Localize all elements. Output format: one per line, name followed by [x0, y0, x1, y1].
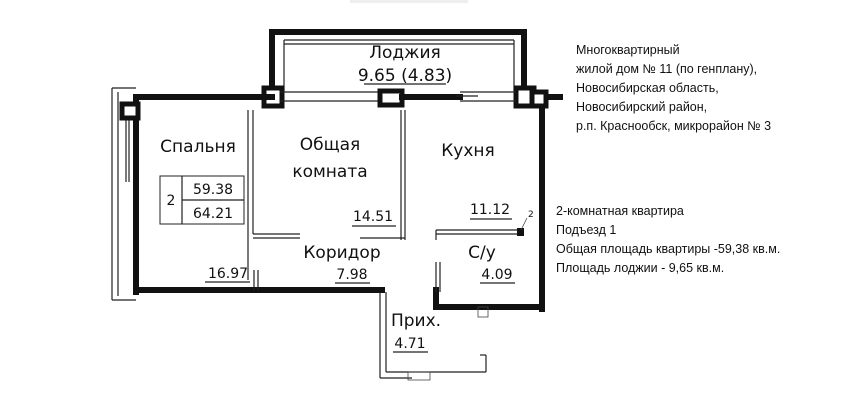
building-info-line: Многоквартирный	[576, 43, 680, 57]
total-area-value: 64.21	[193, 206, 233, 222]
loggia-name: Лоджия	[369, 43, 441, 63]
exterior-walls	[111, 87, 563, 312]
loggia-area: 9.65 (4.83)	[358, 66, 452, 86]
bathroom-name: С/у	[468, 243, 496, 263]
hall-name: Прих.	[391, 311, 441, 331]
building-info-line: Новосибирский район,	[576, 100, 707, 114]
hall-walls	[379, 292, 489, 381]
living-name-line2: комната	[292, 162, 367, 182]
bedroom-area: 16.97	[208, 266, 248, 282]
living-area-value: 59.38	[193, 182, 233, 198]
building-info: Многоквартирный жилой дом № 11 (по генпл…	[576, 43, 771, 133]
living-name-line1: Общая	[300, 135, 361, 155]
interior-walls	[247, 95, 524, 292]
kitchen-area: 11.12	[470, 202, 510, 218]
corridor-name: Коридор	[303, 243, 380, 263]
apartment-info-line: Площадь лоджии - 9,65 кв.м.	[556, 261, 724, 275]
corridor-area: 7.98	[336, 267, 367, 283]
bathroom-area: 4.09	[481, 267, 512, 283]
apartment-summary-box: 2 59.38 64.21	[159, 175, 245, 225]
building-info-line: Новосибирская область,	[576, 81, 719, 95]
apartment-info-line: Общая площадь квартиры -59,38 кв.м.	[556, 242, 780, 256]
living-area: 14.51	[353, 209, 393, 225]
building-info-line: жилой дом № 11 (по генплану),	[576, 62, 757, 76]
leader-marker: 2	[528, 210, 534, 220]
apartment-info-line: 2-комнатная квартира	[556, 204, 684, 218]
rooms-count: 2	[167, 193, 176, 209]
building-info-line: р.п. Краснообск, микрорайон № 3	[576, 119, 771, 133]
kitchen-name: Кухня	[441, 141, 495, 161]
apartment-info: 2-комнатная квартира Подъезд 1 Общая пло…	[556, 204, 780, 275]
bedroom-name: Спальня	[160, 137, 236, 157]
apartment-info-line: Подъезд 1	[556, 223, 616, 237]
top-decoration	[350, 0, 468, 3]
hall-area: 4.71	[394, 336, 425, 352]
leader-line	[520, 217, 528, 231]
